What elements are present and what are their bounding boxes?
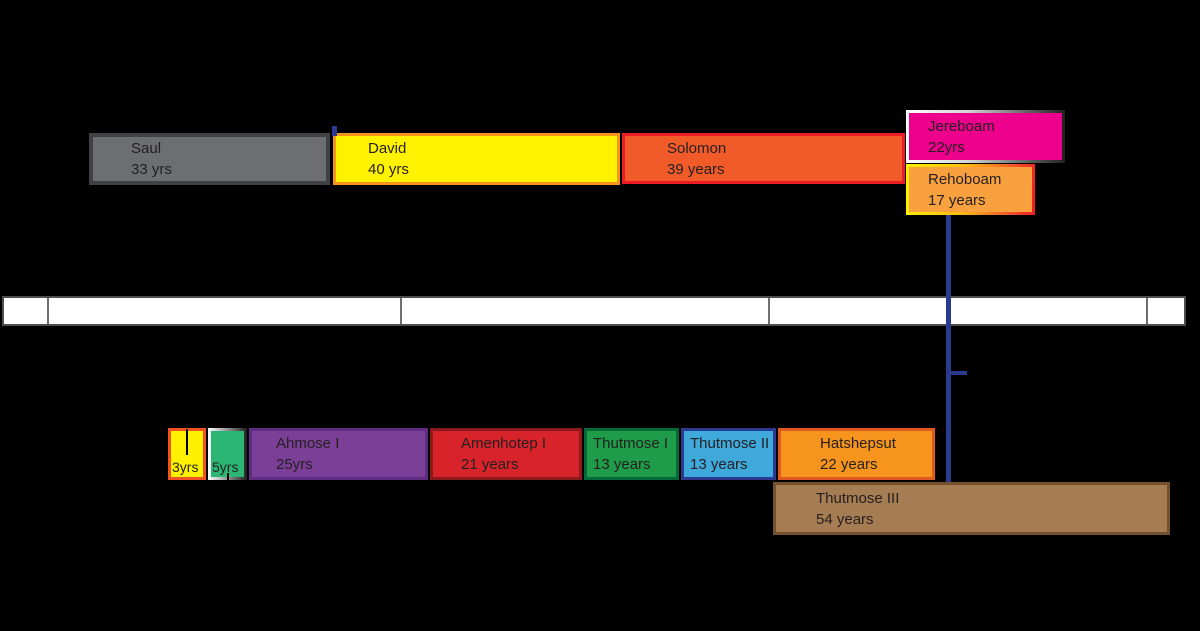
thutmose2-duration: 13 years — [690, 456, 748, 473]
amenhotep1-duration: 21 years — [461, 456, 519, 473]
amenhotep1-reign-bar: Amenhotep I 21 years — [430, 428, 582, 480]
reign-end-tick — [226, 473, 229, 495]
solomon-name: Solomon — [667, 139, 727, 157]
david-duration: 40 yrs — [368, 161, 409, 178]
amenhotep1-label: Amenhotep I 21 years — [461, 433, 546, 475]
amenhotep1-name: Amenhotep I — [461, 435, 547, 452]
hatshepsut-label: Hatshepsut 22 years — [820, 433, 896, 475]
thutmose1-reign-bar: Thutmose I 13 years — [584, 428, 679, 480]
reign-start-tick — [186, 429, 188, 455]
solomon-duration: 39 years — [667, 160, 725, 178]
ahmose1-label: Ahmose I 25yrs — [276, 433, 339, 475]
thutmose2-label: Thutmose II 13 years — [690, 433, 769, 475]
pharaoh-5yrs-bar-fill: 5yrs — [211, 431, 244, 477]
jereboam-reign-bar: Jereboam 22yrs — [906, 110, 1065, 163]
thutmose3-name: Thutmose III — [816, 489, 900, 507]
ahmose1-reign-bar: Ahmose I 25yrs — [249, 428, 428, 480]
thutmose2-reign-bar: Thutmose II 13 years — [681, 428, 776, 480]
thutmose3-label: Thutmose III 54 years — [816, 488, 899, 530]
solomon-label: Solomon 39 years — [667, 138, 726, 180]
rehoboam-reign-bar: Rehoboam 17 years — [906, 164, 1035, 215]
david-label: David 40 yrs — [368, 138, 409, 180]
jereboam-bar-fill: Jereboam 22yrs — [909, 113, 1062, 160]
thutmose3-reign-bar: Thutmose III 54 years — [773, 482, 1170, 535]
saul-name: Saul — [131, 140, 162, 157]
pharaoh-5yrs-duration: 5yrs — [212, 459, 239, 475]
axis-divider — [400, 298, 402, 324]
axis-divider — [47, 298, 49, 324]
thutmose2-name: Thutmose II — [690, 435, 770, 452]
ahmose1-name: Ahmose I — [276, 435, 340, 452]
thutmose1-label: Thutmose I 13 years — [593, 433, 668, 475]
jereboam-duration: 22yrs — [928, 138, 965, 156]
saul-reign-bar: Saul 33 yrs — [89, 133, 330, 185]
axis-divider — [768, 298, 770, 324]
david-accession-marker — [332, 126, 337, 136]
jereboam-name: Jereboam — [928, 117, 995, 135]
synchronism-connector-line — [946, 215, 951, 482]
solomon-reign-bar: Solomon 39 years — [622, 133, 905, 184]
axis-divider — [1146, 298, 1148, 324]
jereboam-label: Jereboam 22yrs — [928, 116, 995, 158]
ahmose1-duration: 25yrs — [276, 456, 313, 473]
rehoboam-label: Rehoboam 17 years — [928, 169, 1001, 211]
hatshepsut-duration: 22 years — [820, 456, 878, 473]
thutmose1-duration: 13 years — [593, 456, 651, 473]
rehoboam-name: Rehoboam — [928, 170, 1002, 188]
saul-duration: 33 yrs — [131, 161, 172, 178]
connector-tick — [951, 371, 967, 375]
unnamed-pharaoh-5yrs-bar: 5yrs — [208, 428, 247, 495]
david-reign-bar: David 40 yrs — [333, 133, 620, 185]
david-name: David — [368, 140, 407, 157]
pharaoh-3yrs-duration: 3yrs — [172, 459, 199, 475]
hatshepsut-name: Hatshepsut — [820, 435, 896, 452]
hatshepsut-reign-bar: Hatshepsut 22 years — [778, 428, 935, 480]
rehoboam-bar-fill: Rehoboam 17 years — [909, 167, 1032, 212]
thutmose3-duration: 54 years — [816, 510, 874, 528]
saul-label: Saul 33 yrs — [131, 138, 172, 180]
rehoboam-duration: 17 years — [928, 191, 986, 209]
thutmose1-name: Thutmose I — [593, 435, 669, 452]
unnamed-pharaoh-3yrs-bar: 3yrs — [168, 428, 206, 480]
timeline-axis — [2, 296, 1186, 326]
